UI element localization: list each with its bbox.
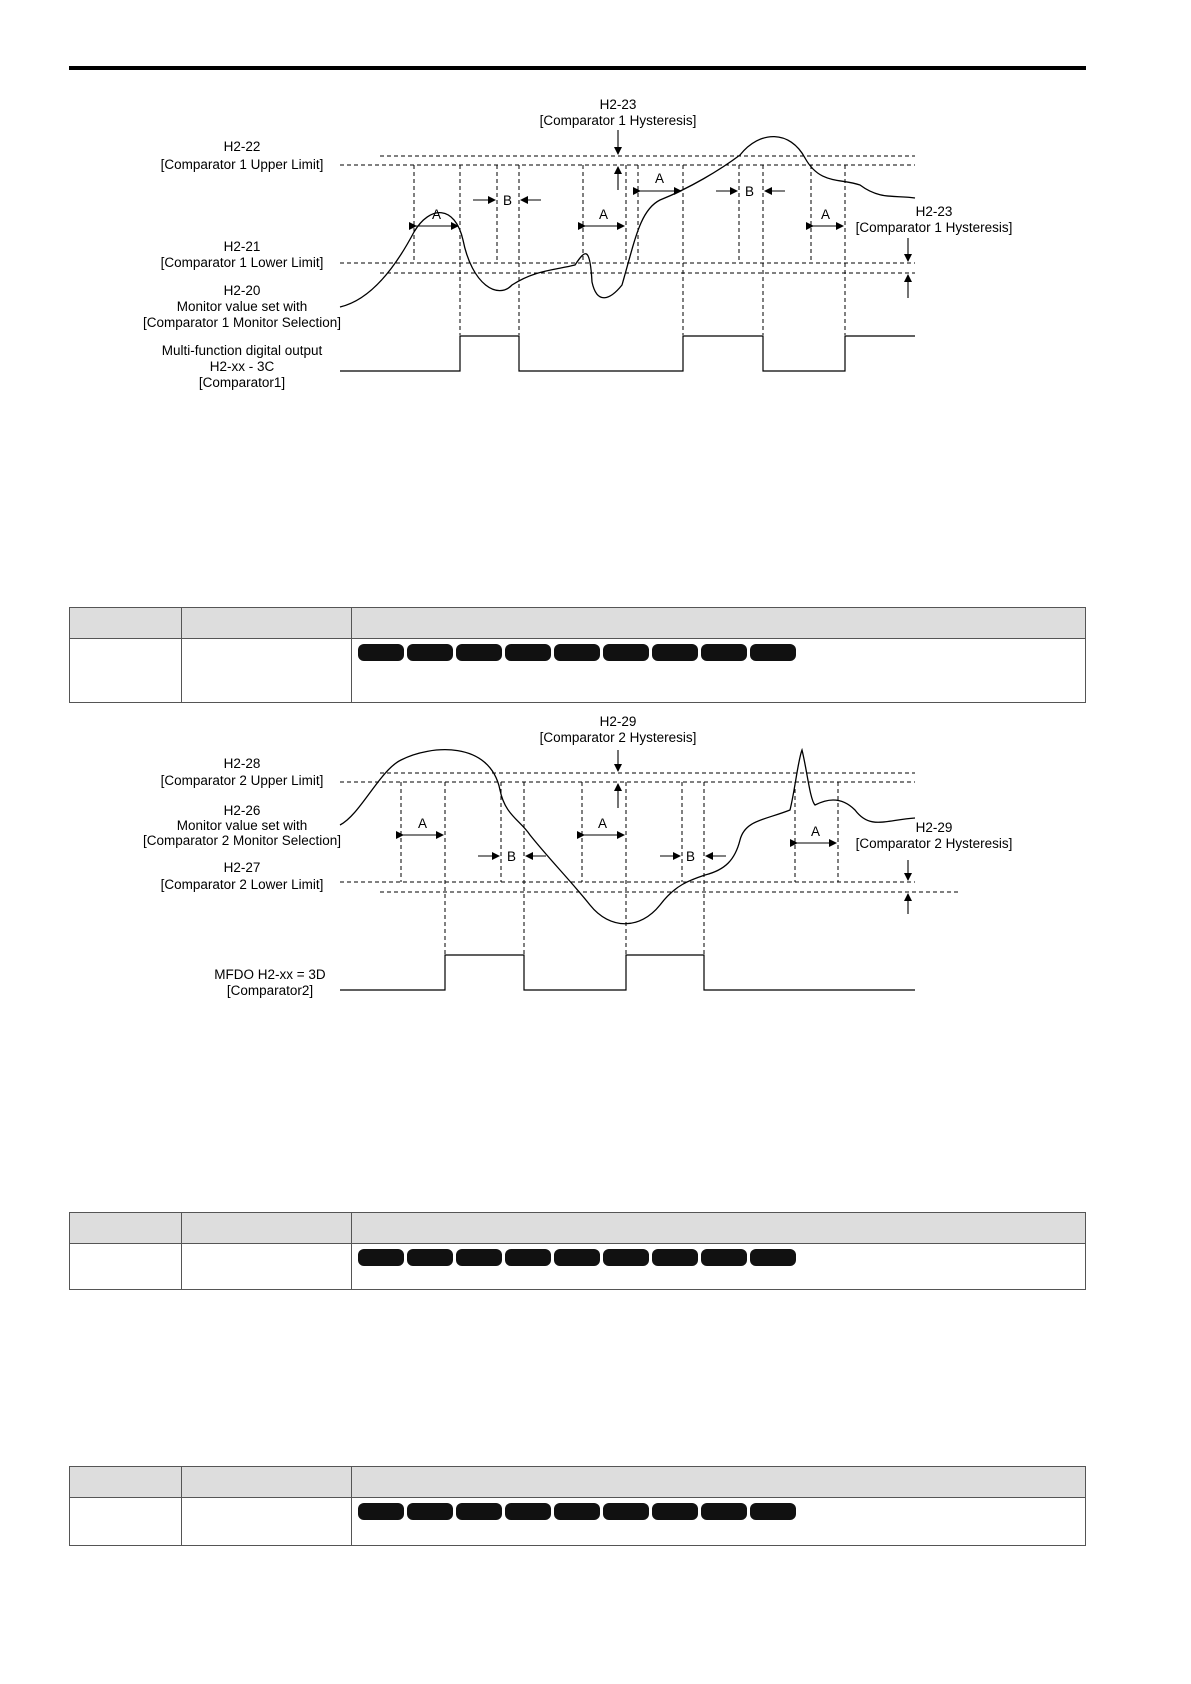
parameter-table-1 — [69, 607, 1086, 703]
setting-badge — [505, 1249, 551, 1266]
output-code: MFDO H2-xx = 3D — [214, 967, 326, 982]
interval-label: B — [503, 193, 512, 208]
monitor-desc: Monitor value set with — [177, 818, 308, 833]
table-row — [69, 1243, 1086, 1290]
monitor-code: H2-26 — [224, 803, 261, 818]
monitor-value-curve — [339, 135, 916, 308]
interval-label: B — [745, 184, 754, 199]
table-header-row — [69, 1466, 1086, 1498]
setting-badge — [701, 644, 747, 661]
hysteresis-right-code: H2-29 — [916, 820, 953, 835]
comparator-1-timing-diagram: A B A A B A H2-23 [Comparator 1 Hysteres… — [143, 97, 1013, 390]
setting-badge — [652, 1503, 698, 1520]
comparator-2-timing-diagram: A B A B A H2-29 [Comparator 2 Hysteresis… — [143, 714, 1013, 998]
interval-label: B — [507, 849, 516, 864]
hysteresis-top-code: H2-29 — [600, 714, 637, 729]
monitor-code: H2-20 — [224, 283, 261, 298]
setting-badge — [358, 1503, 404, 1520]
output-desc: Multi-function digital output — [162, 343, 323, 358]
interval-label: A — [655, 171, 664, 186]
setting-badges — [352, 1244, 1085, 1266]
setting-badge — [750, 1503, 796, 1520]
setting-badges — [352, 639, 1085, 661]
upper-limit-name: [Comparator 2 Upper Limit] — [161, 773, 324, 788]
monitor-desc: Monitor value set with — [177, 299, 308, 314]
hysteresis-top-code: H2-23 — [600, 97, 637, 112]
upper-limit-code: H2-28 — [224, 756, 261, 771]
table-row — [69, 1497, 1086, 1546]
setting-badge — [554, 1249, 600, 1266]
interval-label: A — [598, 816, 607, 831]
setting-badge — [358, 644, 404, 661]
monitor-selection: [Comparator 1 Monitor Selection] — [143, 315, 341, 330]
hysteresis-top-name: [Comparator 1 Hysteresis] — [540, 113, 697, 128]
interval-label: A — [811, 824, 820, 839]
monitor-value-curve — [339, 747, 916, 925]
upper-limit-code: H2-22 — [224, 139, 261, 154]
setting-badge — [456, 644, 502, 661]
setting-badge — [358, 1249, 404, 1266]
table-header-row — [69, 1212, 1086, 1244]
setting-badge — [407, 1503, 453, 1520]
lower-limit-code: H2-27 — [224, 860, 261, 875]
output-name: [Comparator1] — [199, 375, 285, 390]
setting-badge — [456, 1249, 502, 1266]
setting-badge — [505, 1503, 551, 1520]
setting-badge — [750, 644, 796, 661]
setting-badge — [554, 1503, 600, 1520]
monitor-selection: [Comparator 2 Monitor Selection] — [143, 833, 341, 848]
page-top-rule — [69, 66, 1086, 70]
upper-limit-name: [Comparator 1 Upper Limit] — [161, 157, 324, 172]
setting-badge — [701, 1503, 747, 1520]
interval-label: B — [686, 849, 695, 864]
setting-badge — [603, 1249, 649, 1266]
hysteresis-right-name: [Comparator 2 Hysteresis] — [856, 836, 1013, 851]
interval-label: A — [418, 816, 427, 831]
hysteresis-right-code: H2-23 — [916, 204, 953, 219]
interval-label: A — [599, 207, 608, 222]
digital-output-signal — [340, 335, 915, 372]
parameter-table-3 — [69, 1466, 1086, 1546]
setting-badge — [750, 1249, 796, 1266]
setting-badge — [603, 1503, 649, 1520]
interval-label: A — [821, 207, 830, 222]
setting-badge — [701, 1249, 747, 1266]
setting-badge — [652, 644, 698, 661]
setting-badges — [352, 1498, 1085, 1520]
setting-badge — [407, 644, 453, 661]
interval-label: A — [432, 207, 441, 222]
table-header-row — [69, 607, 1086, 639]
hysteresis-top-name: [Comparator 2 Hysteresis] — [540, 730, 697, 745]
output-name: [Comparator2] — [227, 983, 313, 998]
parameter-table-2 — [69, 1212, 1086, 1290]
setting-badge — [505, 644, 551, 661]
table-row — [69, 638, 1086, 703]
output-code: H2-xx - 3C — [210, 359, 275, 374]
setting-badge — [603, 644, 649, 661]
setting-badge — [554, 644, 600, 661]
hysteresis-right-name: [Comparator 1 Hysteresis] — [856, 220, 1013, 235]
setting-badge — [652, 1249, 698, 1266]
setting-badge — [456, 1503, 502, 1520]
lower-limit-name: [Comparator 2 Lower Limit] — [161, 877, 324, 892]
digital-output-signal — [340, 954, 915, 991]
lower-limit-name: [Comparator 1 Lower Limit] — [161, 255, 324, 270]
setting-badge — [407, 1249, 453, 1266]
lower-limit-code: H2-21 — [224, 239, 261, 254]
